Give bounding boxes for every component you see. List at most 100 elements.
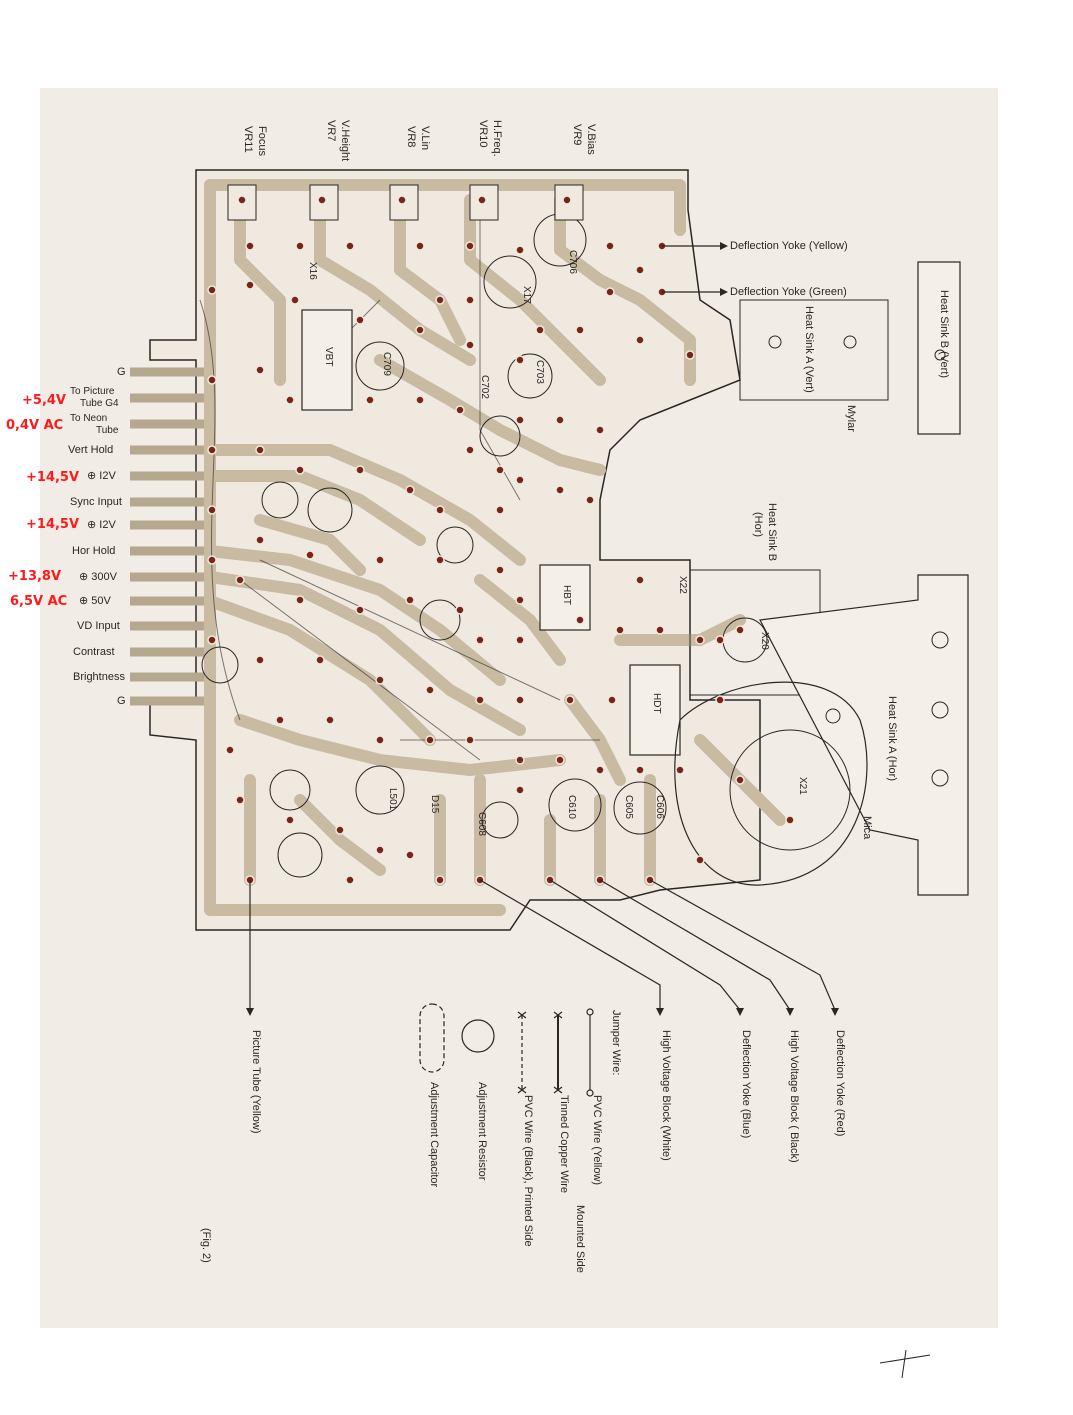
solder-pad <box>397 195 407 205</box>
legend-jumper-wire: Jumper Wire: <box>610 1010 622 1076</box>
pin-label-picture-tube-1: To Picture <box>70 386 115 397</box>
solder-pad <box>295 465 305 475</box>
legend-tinned-copper: Tinned Copper Wire <box>558 1095 570 1194</box>
solder-pad <box>695 635 705 645</box>
label-hv-block-black: High Voltage Block ( Black) <box>788 1030 800 1163</box>
pot-func-hfreq: H.Freq. <box>491 120 503 157</box>
solder-pad <box>375 735 385 745</box>
solder-pad <box>585 495 595 505</box>
solder-pad <box>555 485 565 495</box>
solder-pad <box>535 325 545 335</box>
solder-pad <box>475 695 485 705</box>
label-c605: C605 <box>623 795 634 819</box>
pin-label-12v-b: ⊕ I2V <box>87 519 116 531</box>
solder-pad <box>335 825 345 835</box>
output-wires <box>249 245 836 1011</box>
solder-pad <box>465 241 475 251</box>
pin-label-neon-2: Tube <box>96 425 119 436</box>
solder-pad <box>785 815 795 825</box>
legend-adj-resistor: Adjustment Resistor <box>476 1082 488 1181</box>
solder-pad <box>405 850 415 860</box>
solder-pad <box>515 785 525 795</box>
solder-pad <box>495 505 505 515</box>
solder-pad <box>207 635 217 645</box>
solder-pad <box>635 575 645 585</box>
x21-transistor <box>729 729 851 851</box>
solder-pad <box>285 815 295 825</box>
solder-pad <box>495 465 505 475</box>
solder-pad <box>317 195 327 205</box>
solder-pad <box>595 425 605 435</box>
solder-pads <box>207 195 795 885</box>
solder-pad <box>465 445 475 455</box>
solder-pad <box>415 325 425 335</box>
solder-pad <box>255 445 265 455</box>
solder-pad <box>575 325 585 335</box>
solder-pad <box>290 295 300 305</box>
solder-pad <box>405 485 415 495</box>
label-heat-sink-a-hor: Heat Sink A (Hor) <box>886 696 898 781</box>
arrowheads <box>246 242 839 1016</box>
mounting-holes <box>768 335 949 787</box>
solder-pad <box>715 635 725 645</box>
solder-pad <box>345 241 355 251</box>
solder-pad <box>305 550 315 560</box>
pot-func-vlin: V.Lin <box>419 126 431 151</box>
solder-pad <box>435 295 445 305</box>
solder-pad <box>235 575 245 585</box>
pot-name-vr8: VR8 <box>405 126 417 148</box>
legend-pvc-yellow: PVC Wire (Yellow) <box>591 1095 603 1186</box>
legend-pvc-black: PVC Wire (Black), Printed Side <box>522 1095 534 1247</box>
solder-pad <box>575 615 585 625</box>
heat-sink-a-vert <box>739 299 889 401</box>
legend-adj-capacitor: Adjustment Capacitor <box>428 1082 440 1188</box>
solder-pad <box>515 245 525 255</box>
label-mylar: Mylar <box>845 405 857 432</box>
solder-pad <box>515 415 525 425</box>
solder-pad <box>425 685 435 695</box>
solder-pad <box>235 795 245 805</box>
pot-func-focus: Focus <box>256 126 268 156</box>
solder-pad <box>635 265 645 275</box>
voltage-annotation-picture-tube: +5,4V <box>22 393 66 408</box>
label-x20: X20 <box>759 632 770 650</box>
solder-pad <box>207 505 217 515</box>
solder-pad <box>465 295 475 305</box>
solder-pad <box>325 715 335 725</box>
solder-pad <box>695 855 705 865</box>
pin-label-50v: ⊕ 50V <box>79 595 111 607</box>
label-hbt: HBT <box>561 585 572 605</box>
solder-pad <box>735 625 745 635</box>
solder-pad <box>255 655 265 665</box>
solder-pad <box>515 475 525 485</box>
solder-pad <box>615 625 625 635</box>
solder-pad <box>295 595 305 605</box>
edge-connector <box>130 367 210 706</box>
solder-pad <box>515 755 525 765</box>
pot-name-vr11: VR11 <box>242 126 254 153</box>
label-vbt: VBT <box>323 347 334 367</box>
solder-pad <box>555 415 565 425</box>
legend-symbols <box>419 1003 594 1097</box>
thin-traces <box>199 210 600 761</box>
solder-pad <box>355 605 365 615</box>
solder-pad <box>515 355 525 365</box>
solder-pad <box>207 285 217 295</box>
solder-pad <box>465 735 475 745</box>
solder-pad <box>245 280 255 290</box>
pot-func-vbias: V.Bias <box>585 124 597 155</box>
solder-pad <box>225 745 235 755</box>
label-c709: C709 <box>381 352 392 376</box>
solder-pad <box>375 845 385 855</box>
label-x22: X22 <box>677 576 688 594</box>
label-d15: D15 <box>429 795 440 814</box>
solder-pad <box>207 375 217 385</box>
pin-label-hor-hold: Hor Hold <box>72 545 116 557</box>
label-heat-sink-b-hor-2: (Hor) <box>752 512 764 538</box>
label-heat-sink-b-hor-1: Heat Sink B <box>766 503 778 562</box>
solder-pad <box>207 555 217 565</box>
solder-pad <box>355 465 365 475</box>
voltage-annotation-12v-b: +14,5V <box>26 517 80 532</box>
solder-pad <box>595 765 605 775</box>
